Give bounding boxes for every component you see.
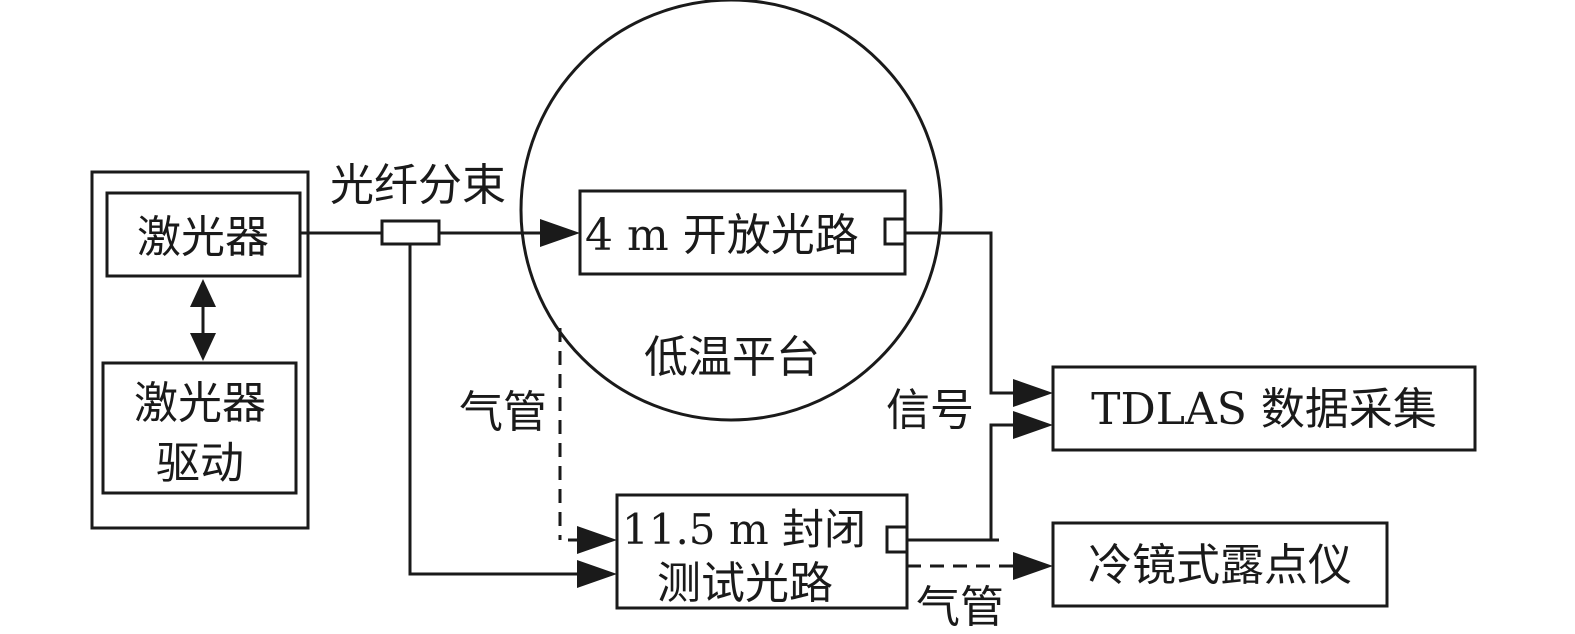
low-temp-platform-circle	[519, 0, 943, 422]
low-temp-platform-label: 低温平台	[644, 332, 820, 383]
fiber-splitter-label: 光纤分束	[330, 160, 506, 211]
arrow-right-icon	[577, 526, 617, 554]
arrow-right-icon	[1013, 379, 1053, 407]
laser-label: 激光器	[137, 212, 269, 263]
laser-driver-label-line2: 驱动	[156, 438, 244, 489]
open-path-port	[883, 217, 907, 246]
open-path-label: 4 m 开放光路	[585, 210, 859, 261]
closed-path-label-line1: 11.5 m 封闭	[622, 505, 866, 554]
gas-tube-bottom-label: 气管	[916, 582, 1004, 633]
closed-path-label-line2: 测试光路	[657, 558, 833, 609]
arrow-right-icon	[1013, 411, 1053, 439]
arrow-right-icon	[540, 219, 580, 247]
dew-point-box	[1051, 521, 1389, 608]
signal-line-open	[905, 231, 1015, 395]
laser-driver-label-line1: 激光器	[134, 378, 266, 429]
closed-path-box	[615, 493, 909, 610]
gas-tube-left-label: 气管	[459, 387, 547, 438]
laser-driver-box	[101, 361, 298, 495]
arrow-right-icon	[577, 560, 617, 588]
laser-box	[105, 191, 302, 278]
signal-line-closed	[989, 423, 1015, 540]
closed-path-port	[885, 525, 909, 554]
tdlas-box	[1051, 365, 1477, 452]
arrow-down-icon	[190, 333, 216, 361]
fiber-line-closed	[408, 244, 585, 576]
dew-point-label: 冷镜式露点仪	[1088, 540, 1352, 591]
fiber-splitter-box	[380, 219, 441, 246]
arrow-right-icon	[1013, 552, 1053, 580]
signal-label: 信号	[886, 385, 974, 436]
tdlas-label: TDLAS 数据采集	[1091, 384, 1437, 435]
open-path-box	[578, 189, 907, 276]
arrow-up-icon	[190, 279, 216, 307]
